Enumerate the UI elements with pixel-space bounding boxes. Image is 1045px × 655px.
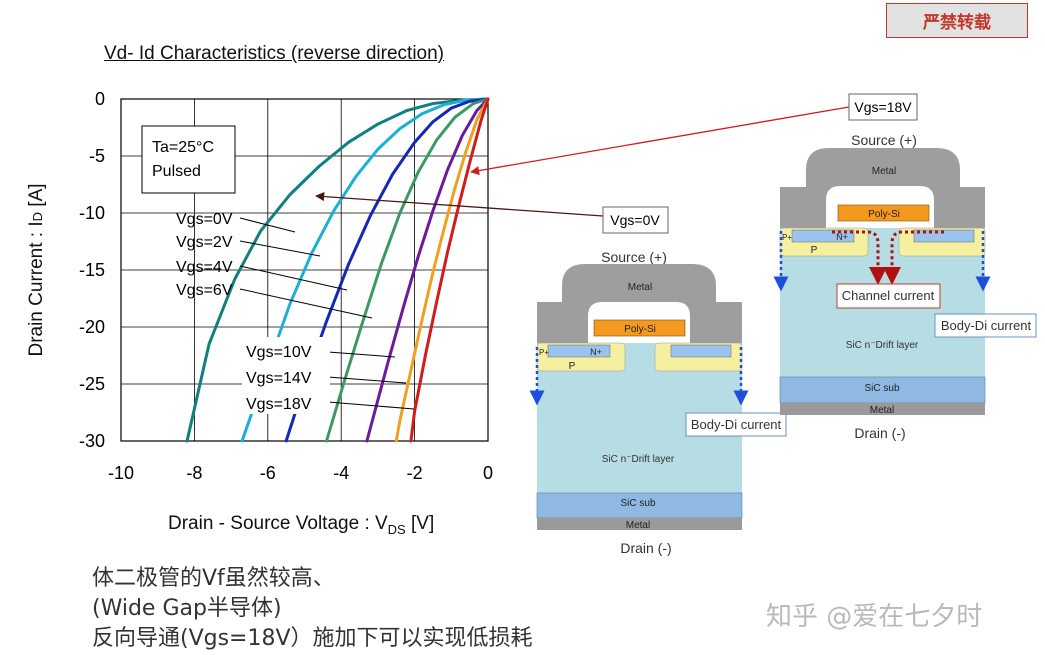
- x-axis-label-sub: DS: [387, 521, 406, 537]
- left-nplus-label: N+: [590, 347, 602, 357]
- curve-label-vgs10: Vgs=10V: [246, 344, 312, 361]
- chart-title: Vd- Id Characteristics (reverse directio…: [104, 43, 444, 64]
- y-tick-label: -15: [79, 260, 105, 280]
- x-tick-label: -8: [186, 463, 202, 483]
- series-line-vgs-14v: [394, 97, 490, 443]
- channel-current-arrow-right: [883, 230, 944, 285]
- left-nplus-right: [670, 344, 732, 358]
- channel-current-label: Channel current: [842, 288, 935, 303]
- y-tick-label: -5: [89, 146, 105, 166]
- left-poly-label: Poly-Si: [624, 324, 656, 335]
- right-callout-box: [848, 93, 918, 121]
- channel-current-box: [836, 283, 941, 309]
- condition-pulsed: Pulsed: [152, 163, 201, 180]
- right-sub-layer: [779, 376, 986, 404]
- conditions-box: [141, 125, 236, 194]
- curve-label-vgs14: Vgs=14V: [246, 370, 312, 387]
- right-drift-label: SiC n⁻Drift layer: [846, 340, 919, 351]
- curve-label-vgs0: Vgs=0V: [176, 211, 233, 228]
- channel-current-arrow-left: [832, 230, 887, 285]
- right-p-label: P: [811, 245, 818, 256]
- vgs0-pointer-arrow: [315, 192, 604, 217]
- series-line-vgs-10v: [365, 97, 490, 443]
- y-tick-label: 0: [95, 89, 105, 109]
- x-axis-label: Drain - Source Voltage : VDS [V]: [168, 513, 434, 537]
- high-vgs-label-bg: [242, 337, 330, 414]
- x-tick-label: 0: [483, 463, 493, 483]
- right-bottom-metal: [780, 403, 985, 415]
- left-poly-gate: [593, 319, 686, 337]
- watermark: 知乎 @爱在七夕时: [766, 602, 983, 632]
- left-callout-text: Vgs=0V: [610, 212, 660, 228]
- x-tick-label: -6: [260, 463, 276, 483]
- right-poly-label: Poly-Si: [868, 209, 900, 220]
- right-sub-label: SiC sub: [864, 383, 899, 394]
- right-top-metal-dome: [806, 148, 960, 187]
- right-body-di-box: [934, 313, 1037, 338]
- left-sub-label: SiC sub: [620, 498, 655, 509]
- left-metal-bottom-label: Metal: [626, 520, 650, 531]
- left-nplus-left: [547, 344, 611, 358]
- series-line-vgs-18v: [409, 97, 490, 443]
- curve-label-leaders: [239, 217, 415, 410]
- series-line-vgs-2v: [240, 97, 490, 443]
- curve-label-vgs6: Vgs=6V: [176, 282, 233, 299]
- note-line-1: 体二极管的Vf虽然较高、: [92, 566, 335, 591]
- right-metal-top-label: Metal: [872, 166, 896, 177]
- right-pplus-label: P+: [782, 233, 792, 242]
- curve-label-vgs4: Vgs=4V: [176, 259, 233, 276]
- x-axis-label-text: Drain - Source Voltage : V: [168, 513, 388, 534]
- right-source-label: Source (+): [851, 132, 917, 148]
- right-callout-text: Vgs=18V: [854, 99, 912, 115]
- right-drain-label: Drain (-): [854, 425, 905, 441]
- series-lines: [185, 97, 490, 443]
- plot-frame: [120, 98, 489, 442]
- left-drain-label: Drain (-): [620, 540, 671, 556]
- left-body-di-label: Body-Di current: [691, 417, 782, 432]
- note-line-3: 反向导通(Vgs=18V）施加下可以实现低损耗: [92, 626, 533, 651]
- right-body-di-label: Body-Di current: [941, 318, 1032, 333]
- vgs18-pointer-arrow: [470, 106, 850, 176]
- series-line-vgs-6v: [325, 97, 490, 443]
- left-sub-layer: [536, 492, 743, 519]
- left-device-diagram: Vgs=0V Source (+) Metal Poly-Si N+ P+ P …: [529, 206, 787, 556]
- left-pplus-label: P+: [539, 348, 549, 357]
- y-tick-label: -10: [79, 203, 105, 223]
- right-device-diagram: Vgs=18V Source (+) Metal Poly-Si N+ P+ P…: [773, 93, 1037, 441]
- left-metal-top-label: Metal: [628, 282, 652, 293]
- left-drift-label: SiC n⁻Drift layer: [602, 454, 675, 465]
- left-source-label: Source (+): [601, 249, 667, 265]
- curve-label-vgs2: Vgs=2V: [176, 234, 233, 251]
- left-body-di-box: [685, 412, 787, 437]
- condition-temperature: Ta=25°C: [152, 139, 214, 156]
- y-tick-label: -30: [79, 431, 105, 451]
- right-poly-gate: [837, 204, 930, 222]
- x-axis-label-unit: [V]: [405, 513, 435, 534]
- series-line-vgs-0v: [185, 97, 490, 443]
- left-p-label: P: [569, 361, 576, 372]
- left-callout-box: [602, 206, 669, 234]
- x-tick-label: -10: [108, 463, 134, 483]
- x-tick-label: -4: [333, 463, 349, 483]
- note-line-2: (Wide Gap半导体): [92, 596, 282, 621]
- y-tick-label: -20: [79, 317, 105, 337]
- left-bottom-metal: [537, 518, 742, 530]
- curve-label-vgs18: Vgs=18V: [246, 396, 312, 413]
- right-metal-bottom-label: Metal: [870, 405, 894, 416]
- left-top-metal-dome: [562, 264, 716, 302]
- x-tick-label: -2: [407, 463, 423, 483]
- y-tick-label: -25: [79, 374, 105, 394]
- right-nplus-label: N+: [836, 232, 848, 242]
- no-reprint-stamp: 严禁转载: [886, 3, 1028, 38]
